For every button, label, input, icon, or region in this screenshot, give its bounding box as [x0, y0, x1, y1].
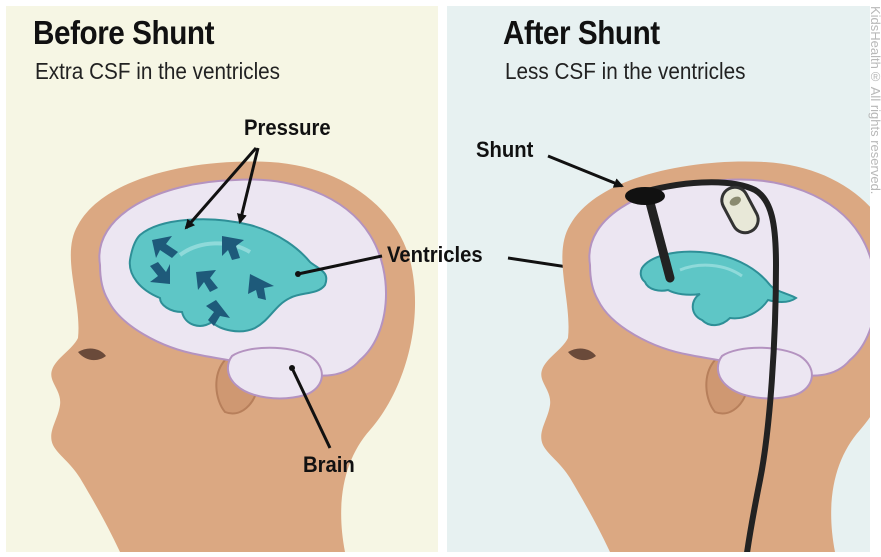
before-title: Before Shunt: [33, 14, 214, 52]
shunt-reservoir: [625, 187, 665, 205]
after-head-group: [541, 161, 881, 557]
brain-pointer-dot: [289, 365, 295, 371]
ventricles-label: Ventricles: [387, 242, 483, 268]
brain-label: Brain: [303, 452, 355, 478]
before-head-group: [51, 161, 415, 552]
shunt-pointer: [548, 156, 622, 186]
ventricles-pointer-left-dot: [295, 271, 301, 277]
copyright-notice: KidsHealth® All rights reserved.: [868, 6, 881, 306]
shunt-label: Shunt: [476, 137, 533, 163]
copyright-text: KidsHealth® All rights reserved.: [868, 6, 881, 194]
after-subtitle: Less CSF in the ventricles: [505, 58, 745, 85]
after-title: After Shunt: [503, 14, 660, 52]
pressure-label: Pressure: [244, 115, 331, 141]
before-subtitle: Extra CSF in the ventricles: [35, 58, 280, 85]
